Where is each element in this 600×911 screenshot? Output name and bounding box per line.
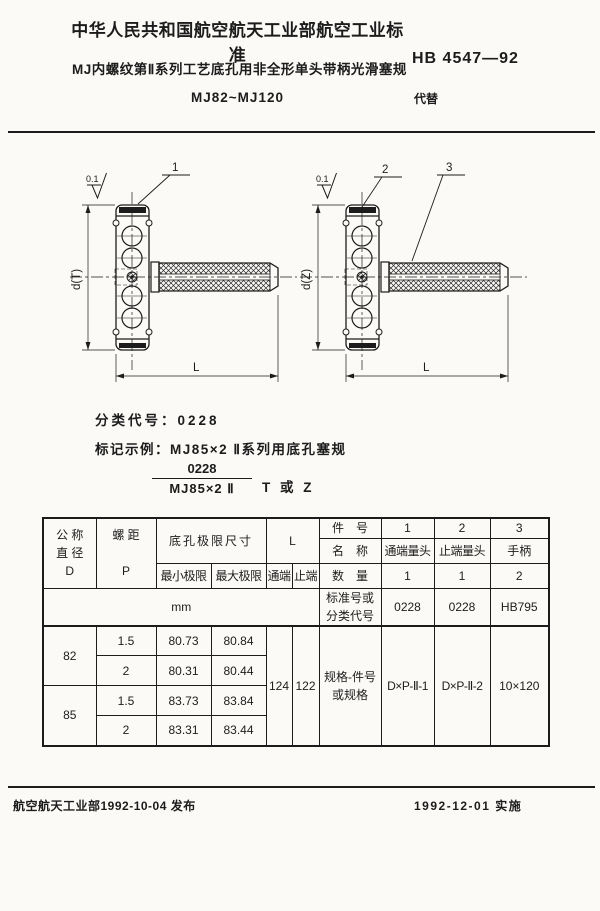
td-max-85-15: 83.84 xyxy=(210,685,267,716)
dim-length-right: L xyxy=(423,362,430,374)
gauge-drawing-go-end: 1 0.1 d(T) L xyxy=(69,162,298,383)
part-label-1: 1 xyxy=(172,162,178,174)
th-hole-limit: 底孔极限尺寸 xyxy=(155,517,267,564)
td-std-code-2: 0228 xyxy=(433,587,491,627)
th-go-end: 通端 xyxy=(265,562,293,589)
td-min-85-2: 83.31 xyxy=(155,715,212,746)
marking-fraction: 0228 MJ85×2 Ⅱ xyxy=(152,461,252,497)
td-part-no-1: 1 xyxy=(380,517,435,539)
gauge-shape xyxy=(299,172,528,383)
supersedes-label: 代替 xyxy=(414,92,439,106)
td-part-no-3: 3 xyxy=(489,517,550,539)
td-spec-handle: 10×120 xyxy=(489,625,550,746)
td-p-85-2: 2 xyxy=(95,715,157,746)
td-max-82-15: 80.84 xyxy=(210,625,267,656)
th-part-no: 件 号 xyxy=(318,517,382,539)
td-qty-1: 1 xyxy=(380,562,435,589)
th-nogo-end: 止端 xyxy=(291,562,320,589)
standard-org-line: 中华人民共和国航空航天工业部航空工业标准 xyxy=(71,21,404,65)
header-divider xyxy=(8,131,595,133)
footer-divider xyxy=(8,786,595,788)
td-part-no-2: 2 xyxy=(433,517,491,539)
surface-finish-value-right: 0.1 xyxy=(316,174,329,184)
size-range: MJ82~MJ120 xyxy=(191,90,284,105)
fraction-numerator: 0228 xyxy=(152,461,252,479)
th-length: L xyxy=(265,517,320,564)
td-name-handle: 手柄 xyxy=(489,537,550,564)
th-spec-label: 规格-件号 或规格 xyxy=(318,625,382,746)
th-nominal-diameter: 公 称 直 径 D xyxy=(42,517,97,589)
td-p-82-15: 1.5 xyxy=(95,625,157,656)
effective-date-line: 1992-12-01 实施 xyxy=(414,799,523,813)
td-max-82-2: 80.44 xyxy=(210,655,267,686)
td-l-nogo: 122 xyxy=(291,625,320,746)
th-std-or-class: 标准号或 分类代号 xyxy=(318,587,382,627)
td-d-85: 85 xyxy=(42,685,97,746)
td-qty-2: 1 xyxy=(433,562,491,589)
th-unit: mm xyxy=(42,587,320,627)
fraction-suffix: T 或 Z xyxy=(262,480,315,495)
td-p-85-15: 1.5 xyxy=(95,685,157,716)
classification-code-line: 分类代号：0228 xyxy=(95,413,220,428)
issued-by-line: 航空航天工业部1992-10-04 发布 xyxy=(13,799,196,813)
part-label-2: 2 xyxy=(382,164,388,176)
td-p-82-2: 2 xyxy=(95,655,157,686)
leader-part-3 xyxy=(411,174,465,262)
fraction-denominator: MJ85×2 Ⅱ xyxy=(169,481,235,496)
part-label-3: 3 xyxy=(446,162,452,174)
leader-part-1 xyxy=(137,174,190,205)
td-min-82-15: 80.73 xyxy=(155,625,212,656)
specification-table: 公 称 直 径 D 螺 距 P 底孔极限尺寸 L 件 号 1 2 3 名 称 通… xyxy=(42,517,551,747)
td-qty-3: 2 xyxy=(489,562,550,589)
td-name-nogo-head: 止端量头 xyxy=(433,537,491,564)
standard-number: HB 4547—92 xyxy=(412,50,519,67)
td-std-code-3: HB795 xyxy=(489,587,550,627)
dim-length-left: L xyxy=(193,362,200,374)
td-d-82: 82 xyxy=(42,625,97,686)
th-max-limit: 最大极限 xyxy=(210,562,267,589)
gauge-shape xyxy=(69,172,298,383)
th-name: 名 称 xyxy=(318,537,382,564)
td-name-go-head: 通端量头 xyxy=(380,537,435,564)
td-min-85-15: 83.73 xyxy=(155,685,212,716)
td-spec-nogo: D×P-Ⅱ-2 xyxy=(433,625,491,746)
gauge-drawing-nogo-end: 2 3 0.1 d(Z) L xyxy=(299,162,528,383)
td-min-82-2: 80.31 xyxy=(155,655,212,686)
td-l-go: 124 xyxy=(265,625,293,746)
td-std-code-1: 0228 xyxy=(380,587,435,627)
dim-diameter-nogo: d(Z) xyxy=(301,269,313,290)
td-spec-go: D×P-Ⅱ-1 xyxy=(380,625,435,746)
marking-example-line: 标记示例：MJ85×2 Ⅱ系列用底孔塞规 xyxy=(95,442,347,457)
surface-finish-value-left: 0.1 xyxy=(86,174,99,184)
dim-diameter-go: d(T) xyxy=(71,269,83,290)
td-max-85-2: 83.44 xyxy=(210,715,267,746)
th-min-limit: 最小极限 xyxy=(155,562,212,589)
th-quantity: 数 量 xyxy=(318,562,382,589)
document-title: MJ内螺纹第Ⅱ系列工艺底孔用非全形单头带柄光滑塞规 xyxy=(72,62,407,77)
leader-part-2 xyxy=(359,176,402,211)
th-pitch: 螺 距 P xyxy=(95,517,157,589)
